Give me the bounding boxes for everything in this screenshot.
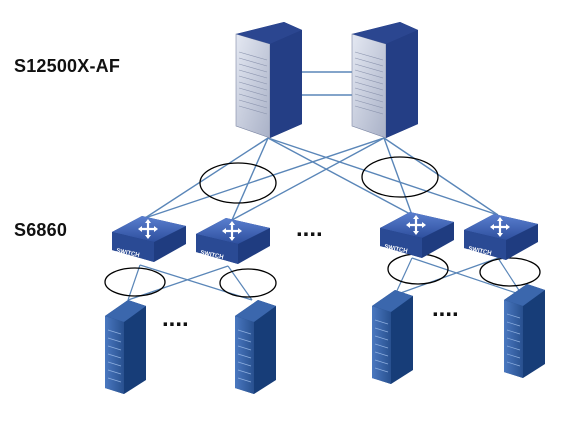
downlink-links	[127, 257, 523, 301]
server-2	[235, 300, 276, 394]
uplink	[231, 137, 385, 221]
uplink	[383, 137, 499, 216]
lag-ellipse	[361, 156, 439, 198]
ellipsis-servers-left: ....	[162, 305, 189, 332]
uplink	[267, 137, 413, 216]
access-switch-1: SWITCH	[112, 216, 186, 262]
lag-ellipse	[199, 162, 277, 204]
uplink	[267, 137, 499, 216]
core-switch-chassis-1	[235, 22, 302, 139]
ellipsis-servers-right: ....	[432, 295, 459, 322]
uplink	[231, 137, 269, 221]
svg-text:SWITCH: SWITCH	[116, 248, 140, 259]
server-3	[372, 290, 413, 384]
core-tier-label: S12500X-AF	[14, 56, 121, 76]
core-switch-chassis-2	[351, 22, 418, 139]
lag-ellipse	[104, 267, 166, 297]
access-switch-3: SWITCH	[380, 212, 454, 258]
uplink-links	[144, 71, 499, 221]
lag-ellipse	[219, 268, 277, 298]
uplink	[144, 137, 269, 219]
svg-text:SWITCH: SWITCH	[200, 250, 224, 261]
svg-text:SWITCH: SWITCH	[384, 244, 408, 255]
lag-ellipse	[387, 253, 449, 285]
server-1	[105, 300, 146, 394]
access-tier-label: S6860	[14, 220, 68, 240]
lag-ellipse	[479, 257, 541, 287]
access-switch-4: SWITCH	[464, 214, 538, 260]
uplink	[144, 137, 385, 219]
access-switch-2: SWITCH	[196, 218, 270, 264]
server-4	[504, 284, 545, 378]
uplink	[383, 137, 413, 216]
ellipsis-access-switches: ....	[296, 215, 323, 242]
aggregation-ellipses	[104, 156, 541, 298]
svg-text:SWITCH: SWITCH	[468, 246, 492, 257]
